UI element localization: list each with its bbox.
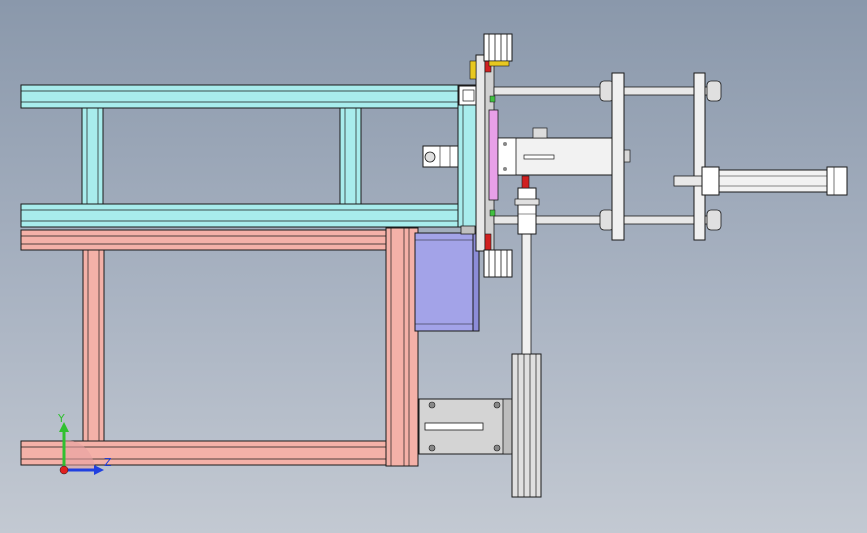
- top-bearing-block: [483, 33, 513, 67]
- bottom-bearing-block: [483, 249, 513, 278]
- drive-wheel: [511, 353, 542, 498]
- right-air-cylinder: [673, 166, 848, 196]
- axis-y-label: Y: [58, 412, 65, 425]
- upper-guide-rod: [493, 80, 722, 102]
- vertical-actuator: [514, 175, 540, 235]
- upper-frame-mid-post: [339, 107, 362, 205]
- lower-guide-rod: [493, 209, 722, 231]
- upper-frame-corner-bracket: [458, 85, 479, 106]
- triad-plane-shadow: [64, 440, 96, 470]
- vertical-shaft: [521, 233, 532, 355]
- upper-frame-bottom-beam: [20, 203, 482, 228]
- middle-carrier-plate: [611, 72, 625, 241]
- upper-frame: [20, 84, 482, 228]
- upper-frame-left-post: [81, 107, 104, 205]
- lower-frame-top-beam: [20, 229, 390, 251]
- center-cylinder: [497, 127, 631, 176]
- axis-triad: [59, 422, 104, 475]
- servo-motor: [414, 225, 480, 332]
- upper-frame-top-beam: [20, 84, 482, 109]
- gearbox: [418, 398, 513, 455]
- lower-frame-left-post: [82, 249, 105, 442]
- end-plate: [693, 72, 706, 241]
- left-actuator-head: [422, 145, 459, 168]
- lower-frame: [20, 227, 419, 467]
- axis-z-label: Z: [104, 456, 112, 469]
- triad-origin: [59, 465, 69, 475]
